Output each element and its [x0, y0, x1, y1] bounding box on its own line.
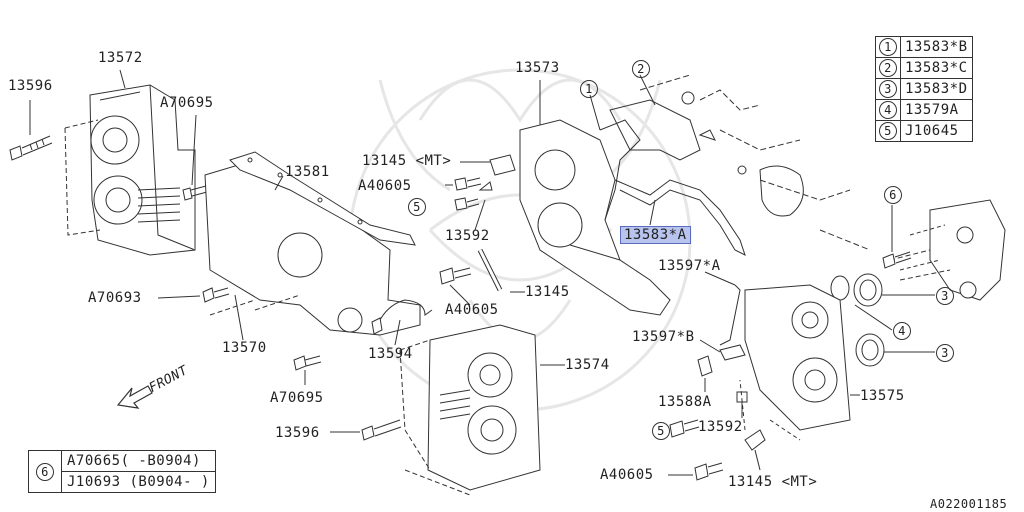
bolt-13596-top	[9, 135, 53, 161]
label-13597b: 13597*B	[632, 329, 695, 345]
legend-ref: 3	[879, 80, 897, 98]
label-13583a-highlighted[interactable]: 13583*A	[620, 226, 691, 244]
label-a40605-mid: A40605	[445, 302, 499, 318]
label-a70695-top: A70695	[160, 95, 214, 111]
bracket-13145-top	[489, 154, 516, 176]
callout-3-top: 3	[936, 287, 954, 305]
callout-5-bottom: 5	[652, 422, 670, 440]
bolt-a40605-bottom	[694, 462, 724, 481]
cover-13572	[89, 84, 196, 256]
legend-ref: 1	[879, 38, 897, 56]
bolt-a70695-bottom	[293, 355, 322, 371]
label-13575: 13575	[860, 388, 905, 404]
plate-13570	[204, 159, 421, 336]
bolt-a70693	[202, 287, 230, 303]
bolt-a70695-top	[182, 185, 208, 201]
note-row-1[interactable]: A70665( -B0904)	[61, 450, 216, 472]
label-13597a: 13597*A	[658, 258, 721, 274]
plate-13573	[519, 119, 671, 316]
label-13596-top: 13596	[8, 78, 53, 94]
label-a70695-bottom: A70695	[270, 390, 324, 406]
legend-ref: 4	[879, 101, 897, 119]
legend-part[interactable]: J10645	[900, 120, 973, 142]
legend-part[interactable]: 13583*C	[900, 57, 973, 79]
label-a40605-bottom: A40605	[600, 467, 654, 483]
seal-13583d-bottom	[855, 333, 885, 367]
bolt-13596-bottom	[361, 419, 402, 441]
front-arrow-icon	[116, 385, 153, 409]
gasket-13583a	[614, 179, 746, 256]
label-13592-left: 13592	[445, 228, 490, 244]
label-a70693: A70693	[88, 290, 142, 306]
legend-part[interactable]: 13579A	[900, 99, 973, 121]
label-13594: 13594	[368, 346, 413, 362]
note-table: 6 A70665( -B0904) J10693 (B0904- )	[28, 450, 216, 493]
gasket-13583c	[609, 99, 701, 161]
label-13145-mid: 13145	[525, 284, 570, 300]
callout-4: 4	[893, 322, 911, 340]
diagram-id: A022001185	[930, 497, 1008, 511]
callout-3-bottom: 3	[936, 344, 954, 362]
bolt-callout-5-bottom	[669, 419, 700, 438]
wire-13594	[371, 299, 433, 335]
note-ref: 6	[36, 462, 54, 481]
label-13596-bottom: 13596	[275, 425, 320, 441]
label-a40605-top: A40605	[358, 178, 412, 194]
callout-1: 1	[580, 80, 598, 98]
cover-13575	[744, 284, 851, 431]
callout-5-left: 5	[408, 198, 426, 216]
cover-13574	[427, 324, 541, 491]
bolt-callout-6	[882, 251, 912, 269]
legend-part[interactable]: 13583*D	[900, 78, 973, 100]
label-13145-mt-bottom: 13145 <MT>	[728, 474, 818, 490]
bolt-13592-left	[454, 197, 480, 211]
label-13574: 13574	[565, 357, 610, 373]
label-13581: 13581	[285, 164, 330, 180]
seal-13583d-top	[853, 273, 883, 307]
label-13145-mt-top: 13145 <MT>	[362, 153, 452, 169]
label-13592-right: 13592	[698, 419, 743, 435]
legend-ref: 5	[879, 122, 897, 140]
callout-2: 2	[632, 60, 650, 78]
bolt-a40605-mid	[439, 267, 472, 285]
legend-part[interactable]: 13583*B	[900, 36, 973, 58]
label-13570: 13570	[222, 340, 267, 356]
label-13572: 13572	[98, 50, 143, 66]
label-13573: 13573	[515, 60, 560, 76]
gasket-13581	[229, 151, 416, 246]
callout-6: 6	[884, 186, 902, 204]
note-row-2[interactable]: J10693 (B0904- )	[61, 471, 216, 493]
bolt-a40605-top	[454, 177, 482, 191]
label-13588a: 13588A	[658, 394, 712, 410]
legend-ref: 2	[879, 59, 897, 77]
